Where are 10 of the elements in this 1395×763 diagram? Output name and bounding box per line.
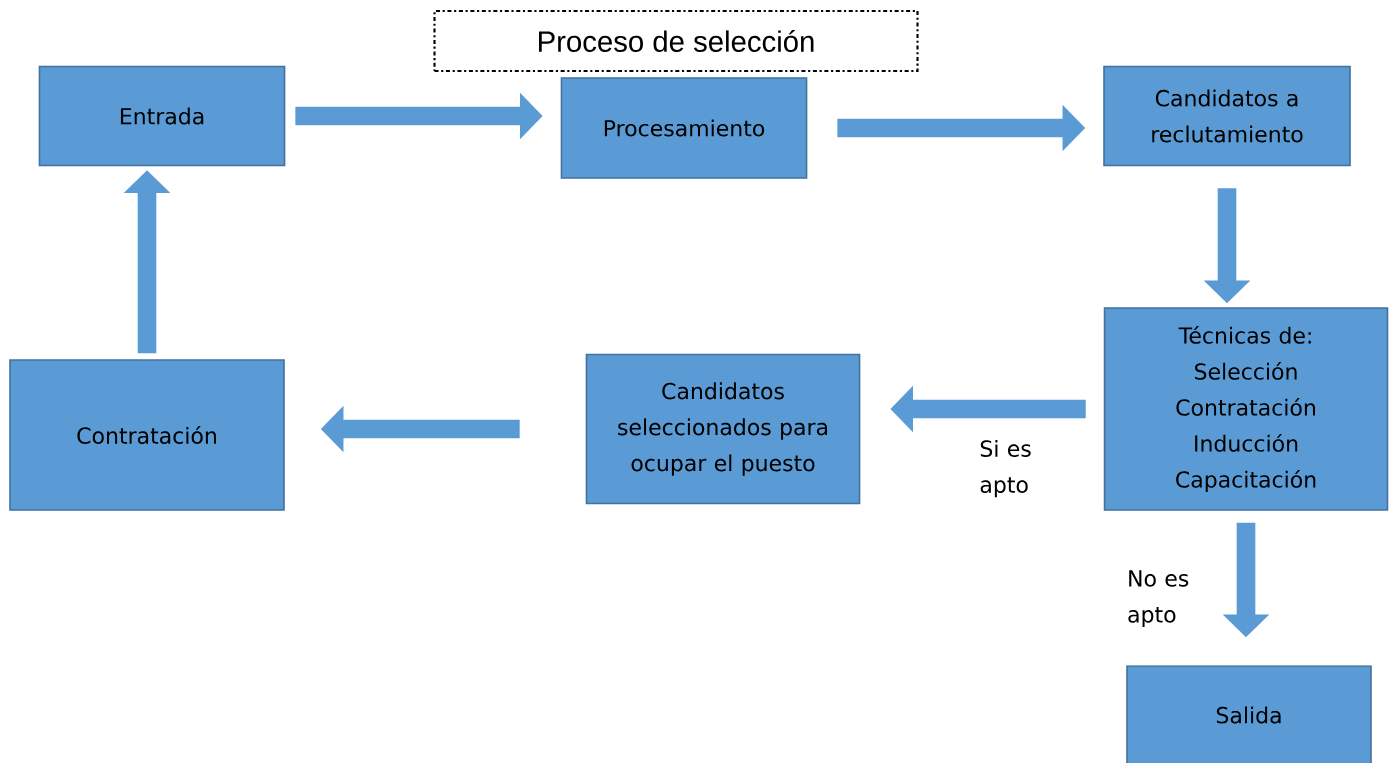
process-box: Candidatos a reclutamiento [1103, 65, 1351, 167]
process-box: Candidatos seleccionados para ocupar el puesto [585, 353, 861, 505]
edge-label: Si es apto [980, 439, 1031, 498]
edge-label: No es apto [1128, 570, 1189, 627]
process-box: Contratación [9, 359, 285, 511]
process-box: Salida [1126, 665, 1372, 763]
process-box: Técnicas de: Selección Contratación Inducción Capacitación [1103, 307, 1389, 511]
title-box: Proceso de selección [433, 9, 919, 73]
process-box: Entrada [38, 65, 286, 167]
process-box: Procesamiento [560, 77, 808, 179]
